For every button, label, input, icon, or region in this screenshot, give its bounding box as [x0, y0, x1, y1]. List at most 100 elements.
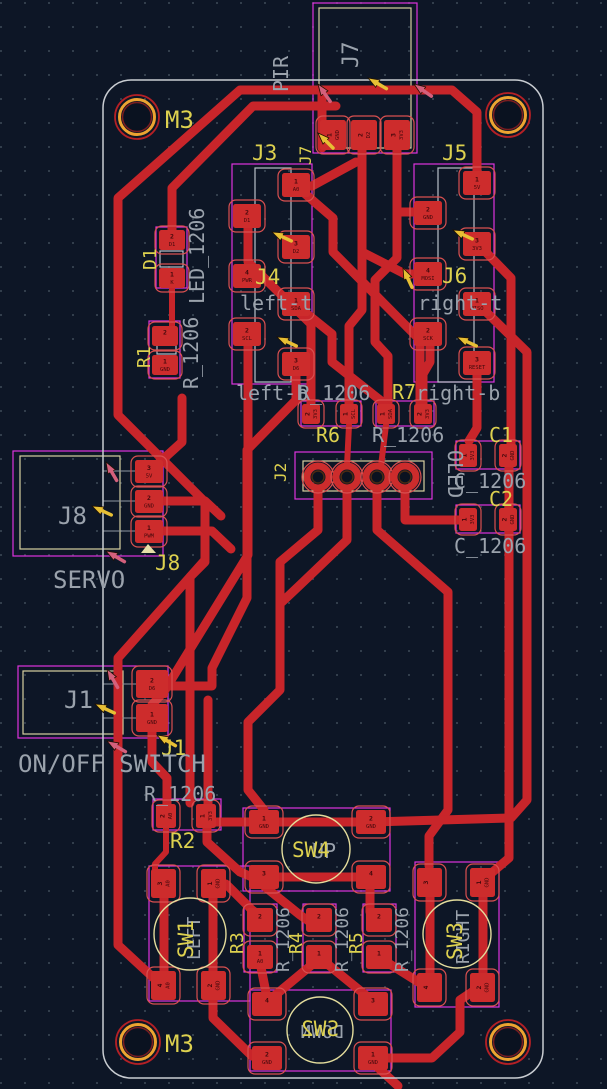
through-hole-pad-4[interactable]	[388, 460, 422, 494]
silkscreen-label[interactable]: R1	[134, 346, 155, 368]
smd-pad-4[interactable]: 4	[351, 860, 391, 894]
copper-trace[interactable]	[163, 357, 301, 691]
pad-copper[interactable]	[414, 201, 442, 225]
silkscreen-label[interactable]: R3	[227, 932, 248, 954]
copper-trace[interactable]	[202, 821, 257, 882]
pad-copper[interactable]	[152, 326, 178, 346]
pad-copper[interactable]	[414, 404, 432, 424]
silkscreen-label[interactable]: C_1206	[454, 469, 526, 493]
silkscreen-label[interactable]: J7	[339, 42, 364, 69]
copper-trace[interactable]	[185, 557, 210, 808]
silkscreen-label[interactable]: SW4	[292, 838, 330, 862]
pad-copper[interactable]	[351, 120, 377, 150]
silkscreen-label[interactable]: J7	[296, 146, 315, 165]
drc-arrow-marker-yellow[interactable]	[156, 731, 178, 749]
footprint-courtyard[interactable]	[455, 440, 521, 470]
pad-copper[interactable]	[417, 868, 442, 897]
pad-copper[interactable]	[156, 804, 176, 828]
drc-arrow-marker-pink[interactable]	[413, 81, 434, 98]
footprint-courtyard[interactable]	[148, 320, 181, 379]
footprint-courtyard[interactable]	[294, 451, 433, 500]
pad-copper[interactable]	[417, 973, 442, 1002]
silkscreen-label[interactable]: R_1206	[332, 907, 353, 972]
smd-pad-1-A0[interactable]: 1A0	[242, 940, 278, 974]
silkscreen-label[interactable]: C2	[489, 487, 513, 511]
silkscreen-label[interactable]: R_1206	[144, 782, 216, 806]
pad-copper[interactable]	[377, 404, 395, 424]
through-hole-pad-2[interactable]	[330, 460, 364, 494]
drc-arrow-marker-yellow[interactable]	[367, 74, 389, 92]
footprint-courtyard[interactable]	[242, 807, 391, 892]
drc-arrow-marker-yellow[interactable]	[270, 227, 293, 246]
silkscreen-label[interactable]: J3	[252, 141, 277, 165]
copper-trace[interactable]	[147, 725, 172, 811]
copper-trace[interactable]	[369, 298, 532, 827]
smd-pad-2[interactable]: 2	[301, 903, 337, 937]
smd-pad-1-K[interactable]: 1K	[154, 263, 190, 293]
pad-copper[interactable]	[459, 508, 477, 531]
silkscreen-label[interactable]: R7	[392, 380, 416, 404]
silkscreen-label[interactable]: DOWN	[300, 1022, 343, 1043]
mounting-hole[interactable]	[115, 1019, 161, 1065]
silkscreen-label[interactable]: RIGHT	[453, 910, 474, 964]
smd-pad-1[interactable]: 1	[301, 940, 337, 974]
copper-trace[interactable]	[344, 145, 367, 411]
pad-copper[interactable]	[247, 908, 273, 932]
drc-arrow-marker-yellow[interactable]	[451, 225, 474, 244]
smd-pad-1[interactable]: 1	[361, 940, 397, 974]
smd-pad-2[interactable]: 2	[361, 903, 397, 937]
copper-trace[interactable]	[372, 487, 453, 871]
pad-copper[interactable]	[233, 204, 261, 228]
copper-trace[interactable]	[464, 356, 482, 446]
silkscreen-label[interactable]: left-t	[240, 291, 312, 315]
switch-body-circle[interactable]	[422, 899, 492, 969]
smd-pad-2[interactable]: 2	[147, 321, 183, 351]
silkscreen-label[interactable]: J4	[255, 265, 280, 289]
mounting-hole[interactable]	[485, 92, 531, 138]
silkscreen-label[interactable]: OLED	[443, 450, 467, 498]
copper-trace[interactable]	[418, 328, 435, 409]
silkscreen-label[interactable]: M3	[165, 106, 194, 134]
silkscreen-label[interactable]: SW2	[301, 1017, 339, 1041]
silkscreen-label[interactable]: ON/OFF SWITCH	[18, 750, 206, 778]
smd-pad-4[interactable]: 4	[247, 987, 287, 1021]
silkscreen-label[interactable]: UP	[312, 839, 336, 863]
drc-arrow-marker-pink[interactable]	[106, 737, 128, 755]
copper-trace[interactable]	[291, 181, 425, 411]
pad-copper[interactable]	[463, 351, 491, 375]
mounting-hole[interactable]	[485, 1019, 531, 1065]
drc-arrow-marker-pink[interactable]	[102, 461, 120, 483]
silkscreen-label[interactable]: LED_1206	[185, 208, 209, 304]
copper-trace[interactable]	[113, 85, 482, 993]
drc-arrow-marker-yellow[interactable]	[275, 332, 298, 351]
smd-pad-3-D6[interactable]: 3D6	[277, 347, 315, 381]
smd-pad-3[interactable]: 3	[244, 860, 284, 894]
pad-copper[interactable]	[358, 1046, 388, 1070]
switch-body-circle[interactable]	[286, 996, 354, 1064]
pad-copper[interactable]	[135, 490, 163, 513]
smd-pad-2-D1[interactable]: 2D1	[154, 225, 190, 255]
silkscreen-label[interactable]: M3	[165, 1030, 194, 1058]
copper-trace[interactable]	[378, 422, 389, 469]
silkscreen-label[interactable]: SW3	[443, 922, 467, 960]
smd-pad-1-A0[interactable]: 1A0	[277, 168, 315, 202]
pad-copper[interactable]	[249, 865, 279, 889]
drc-arrow-marker-yellow[interactable]	[317, 132, 335, 150]
